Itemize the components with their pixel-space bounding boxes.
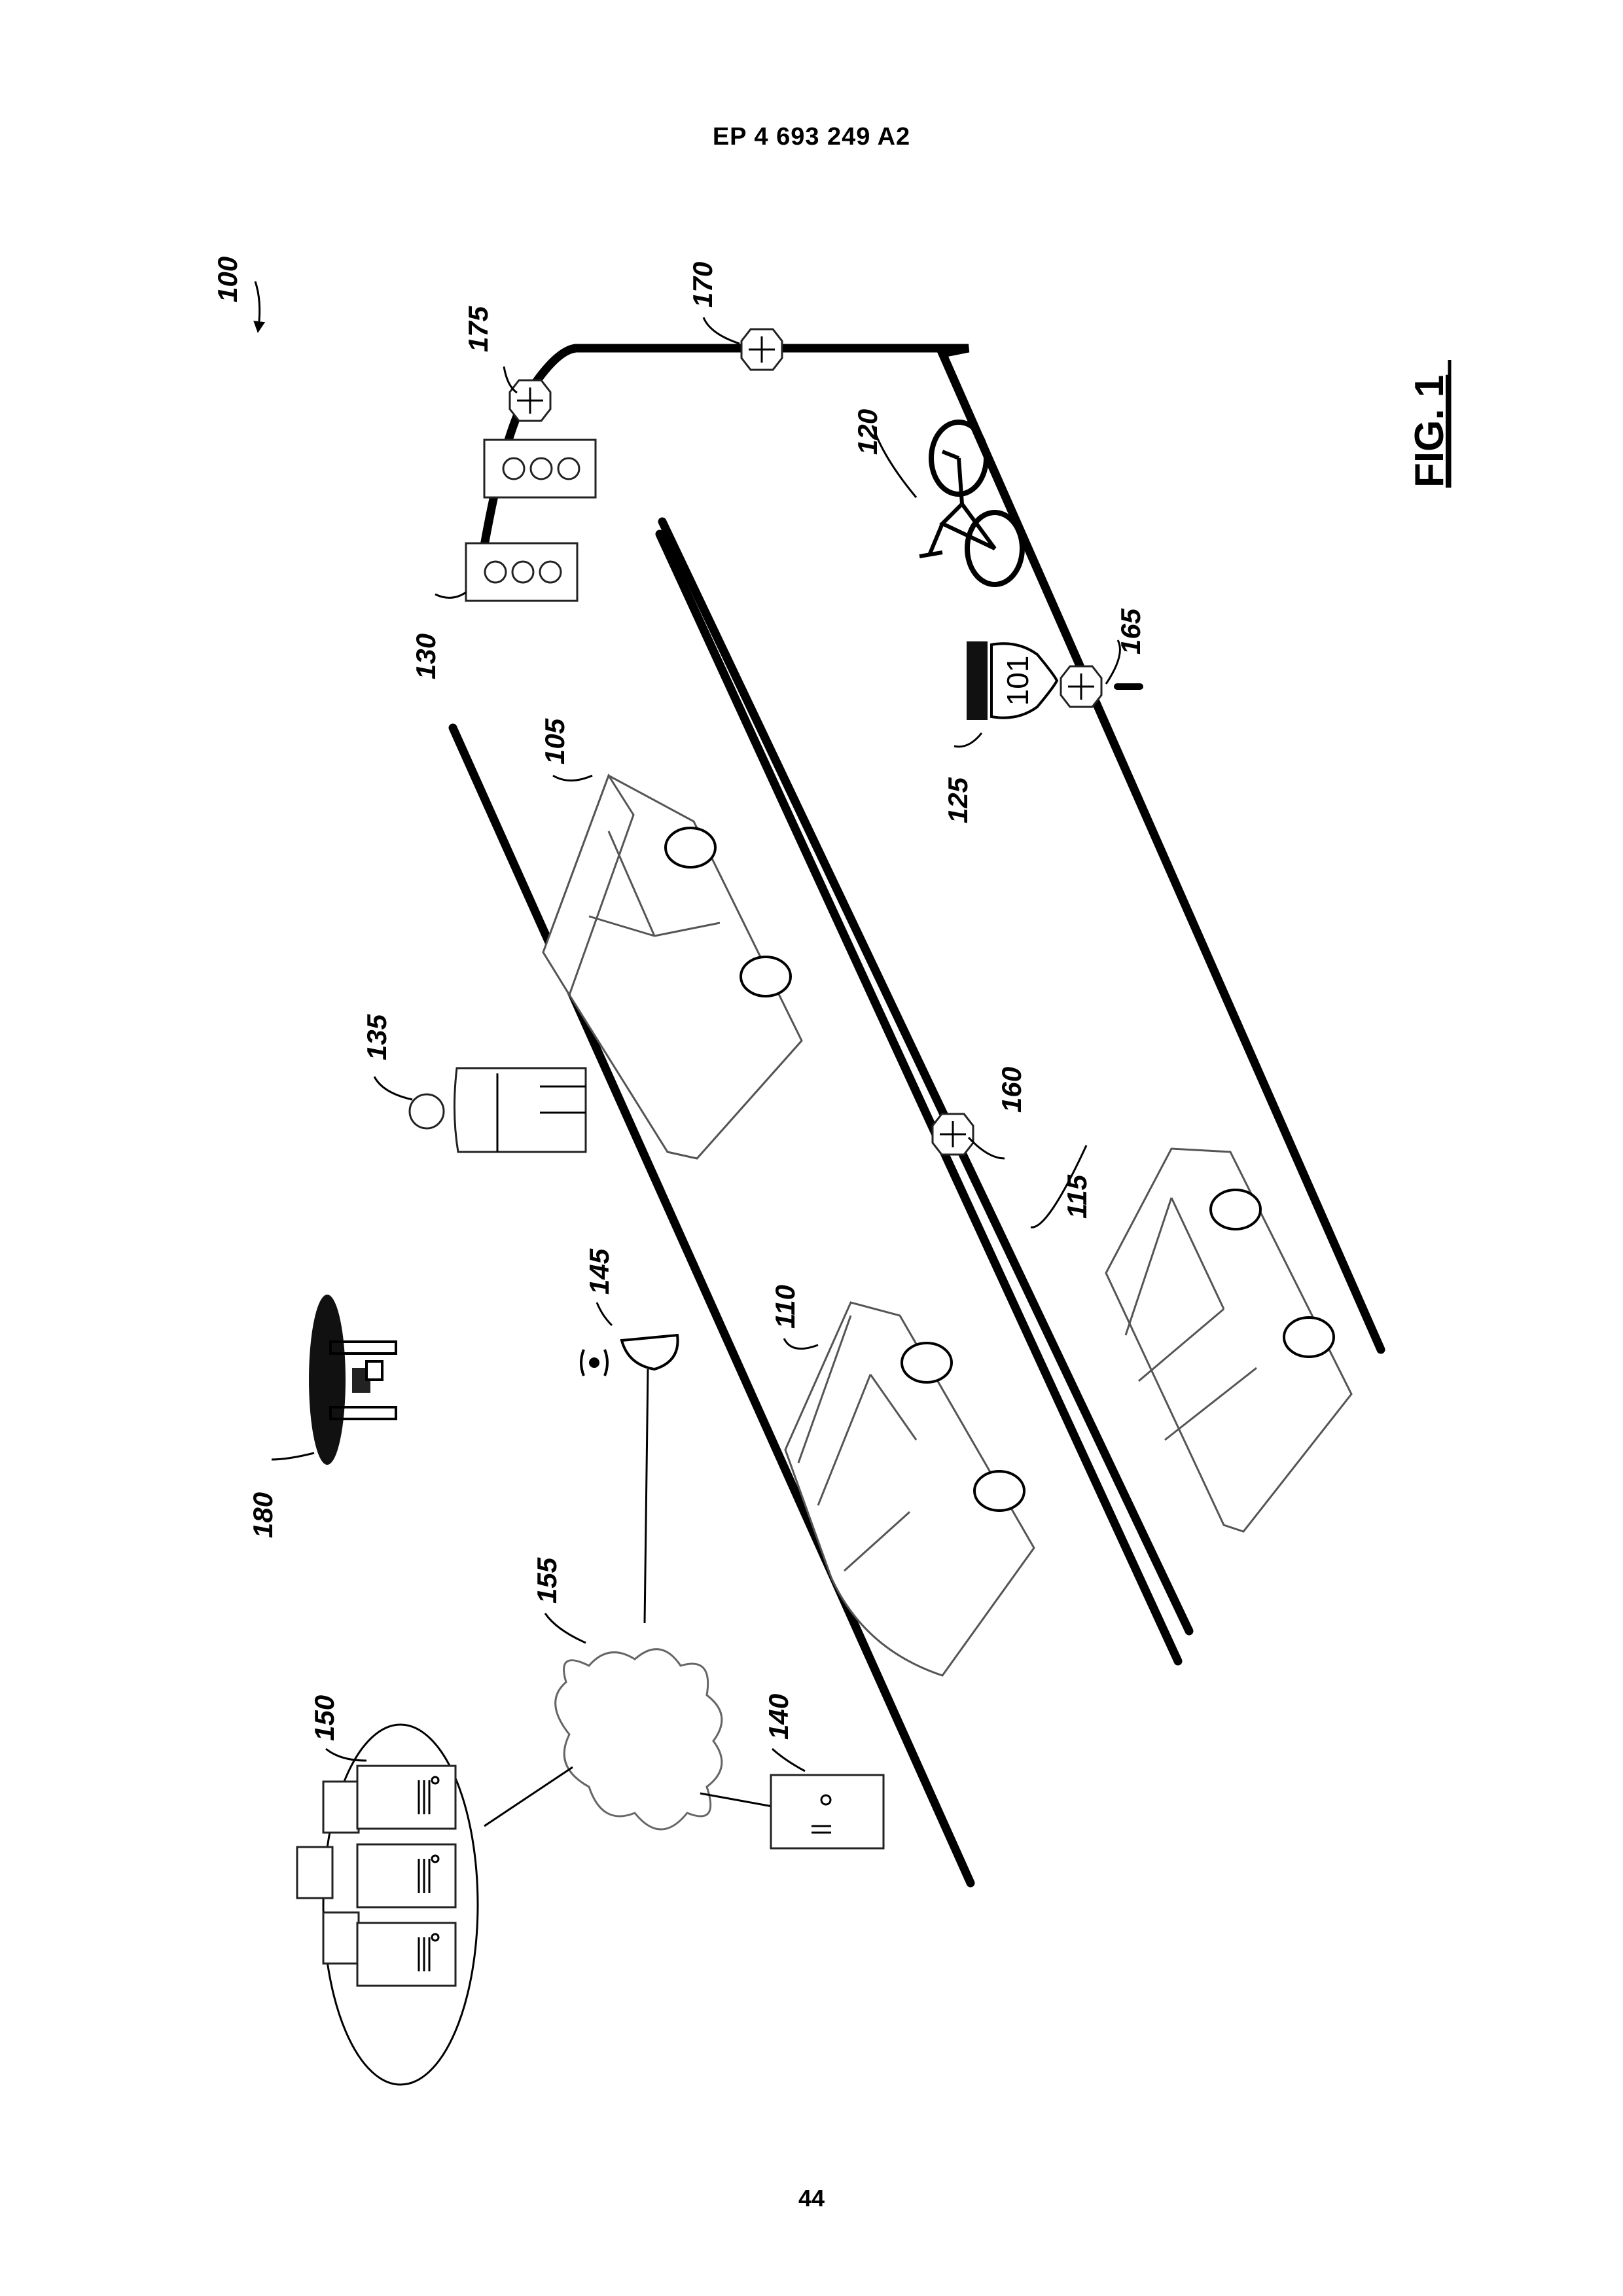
label-170: 170 bbox=[687, 262, 718, 308]
label-180: 180 bbox=[247, 1492, 278, 1538]
network-cloud-icon bbox=[484, 1649, 772, 1829]
label-165: 165 bbox=[1115, 608, 1146, 655]
sensor-175-icon bbox=[510, 380, 550, 421]
page-number: 44 bbox=[0, 2185, 1623, 2212]
label-105: 105 bbox=[539, 718, 570, 764]
pedestrian-icon bbox=[410, 1068, 586, 1152]
label-175: 175 bbox=[463, 306, 493, 352]
label-125: 125 bbox=[942, 777, 973, 823]
sensor-165-icon bbox=[1061, 666, 1140, 707]
label-140: 140 bbox=[763, 1694, 794, 1740]
cell-tower-icon bbox=[581, 1335, 678, 1623]
label-160: 160 bbox=[996, 1067, 1027, 1113]
road-sign-text: 101 bbox=[1001, 656, 1035, 706]
label-130: 130 bbox=[410, 634, 441, 679]
drone-icon bbox=[309, 1295, 396, 1465]
sensor-170-icon bbox=[741, 329, 782, 370]
computing-device-140-icon bbox=[771, 1775, 883, 1848]
label-100: 100 bbox=[212, 257, 243, 302]
road-sign-icon: 101 bbox=[967, 641, 1057, 720]
label-110: 110 bbox=[770, 1285, 800, 1329]
figure-title: FIG. 1 bbox=[1407, 375, 1452, 488]
label-145: 145 bbox=[584, 1248, 615, 1295]
label-115: 115 bbox=[1061, 1174, 1092, 1219]
vehicle-110-icon bbox=[785, 1302, 1034, 1676]
label-120: 120 bbox=[852, 409, 883, 455]
server-farm-icon bbox=[297, 1725, 478, 2085]
label-155: 155 bbox=[531, 1557, 562, 1604]
sensor-160-icon bbox=[933, 1114, 973, 1155]
label-150: 150 bbox=[309, 1695, 340, 1741]
label-135: 135 bbox=[361, 1014, 392, 1060]
